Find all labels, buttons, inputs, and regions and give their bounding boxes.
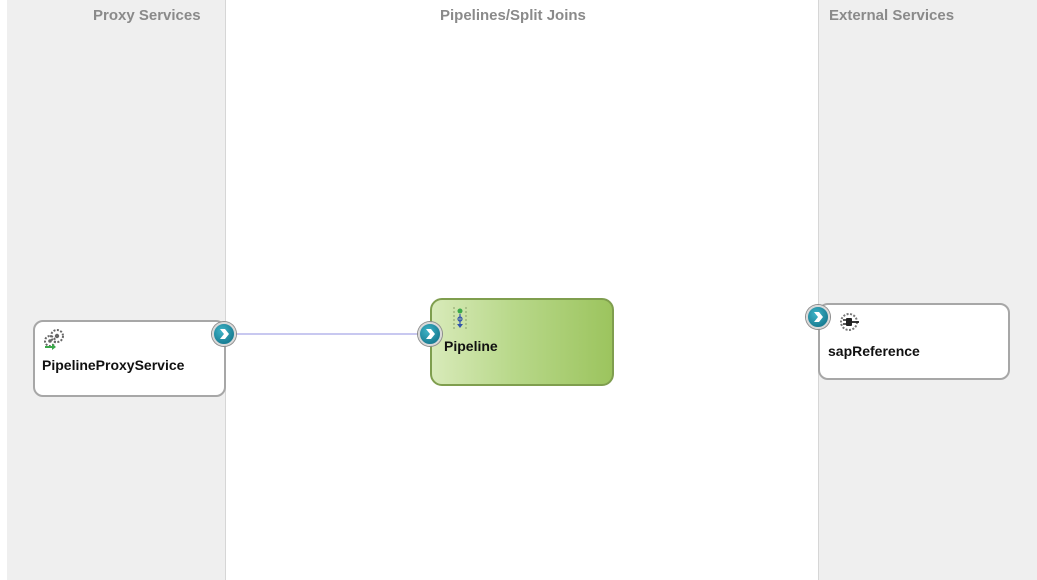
pipeline-label: Pipeline bbox=[444, 338, 498, 354]
pipelines-lane-title: Pipelines/Split Joins bbox=[440, 7, 586, 24]
pipeline-flow-icon bbox=[453, 307, 467, 336]
external-service-node[interactable]: sapReference bbox=[818, 303, 1010, 380]
external-service-label: sapReference bbox=[828, 343, 920, 359]
chevron-right-icon bbox=[220, 329, 229, 339]
pipeline-input-port[interactable] bbox=[418, 322, 442, 346]
business-reference-plug-icon bbox=[839, 311, 865, 338]
external-services-lane-title: External Services bbox=[829, 7, 955, 24]
external-service-input-port[interactable] bbox=[806, 305, 830, 329]
proxy-service-gears-icon bbox=[43, 328, 67, 355]
external-services-lane bbox=[818, 0, 1037, 580]
proxy-services-lane bbox=[7, 0, 226, 580]
proxy-services-lane-title: Proxy Services bbox=[93, 7, 201, 24]
pipeline-node[interactable]: Pipeline bbox=[430, 298, 614, 386]
chevron-right-icon bbox=[426, 329, 435, 339]
proxy-service-output-port[interactable] bbox=[212, 322, 236, 346]
chevron-right-icon bbox=[814, 312, 823, 322]
proxy-service-label: PipelineProxyService bbox=[42, 357, 185, 373]
proxy-service-node[interactable]: PipelineProxyService bbox=[33, 320, 226, 397]
pipelines-lane bbox=[226, 0, 818, 580]
